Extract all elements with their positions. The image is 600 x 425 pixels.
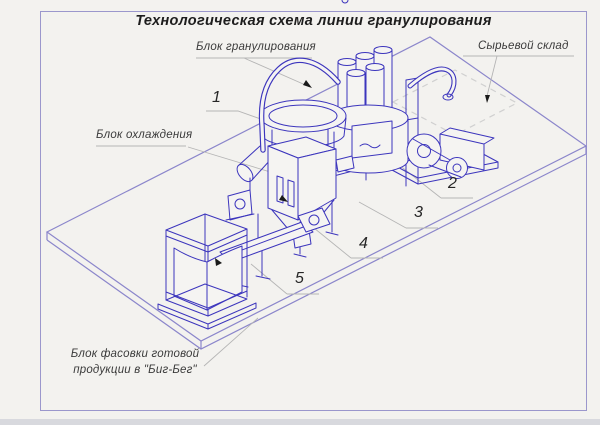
callout-1: 1 xyxy=(212,89,221,106)
drawing-frame xyxy=(40,11,587,411)
label-packing-block-line1: Блок фасовки готовой xyxy=(70,348,200,360)
platform xyxy=(45,36,588,350)
callout-4: 4 xyxy=(359,235,368,252)
bagging-station-drawing xyxy=(157,213,257,330)
page-bottom-edge xyxy=(0,419,600,425)
granulation-block-drawing xyxy=(258,46,499,187)
callout-2: 2 xyxy=(448,175,457,192)
label-raw-material-warehouse: Сырьевой склад xyxy=(478,40,569,52)
leader-lines xyxy=(96,55,574,367)
cooling-block-drawing xyxy=(225,0,355,258)
label-granulation-block: Блок гранулирования xyxy=(196,41,316,53)
callout-3: 3 xyxy=(414,204,423,221)
warehouse-dashed-outline xyxy=(391,69,519,136)
label-packing-block-line2: продукции в "Биг-Бег" xyxy=(73,363,197,376)
page-title: Технологическая схема линии гранулирован… xyxy=(135,13,492,29)
label-packing-block: Блок фасовки готовой продукции в "Биг-Бе… xyxy=(42,347,228,378)
flow-arrows xyxy=(215,80,490,266)
callout-5: 5 xyxy=(295,270,304,287)
label-cooling-block: Блок охлаждения xyxy=(96,129,193,141)
